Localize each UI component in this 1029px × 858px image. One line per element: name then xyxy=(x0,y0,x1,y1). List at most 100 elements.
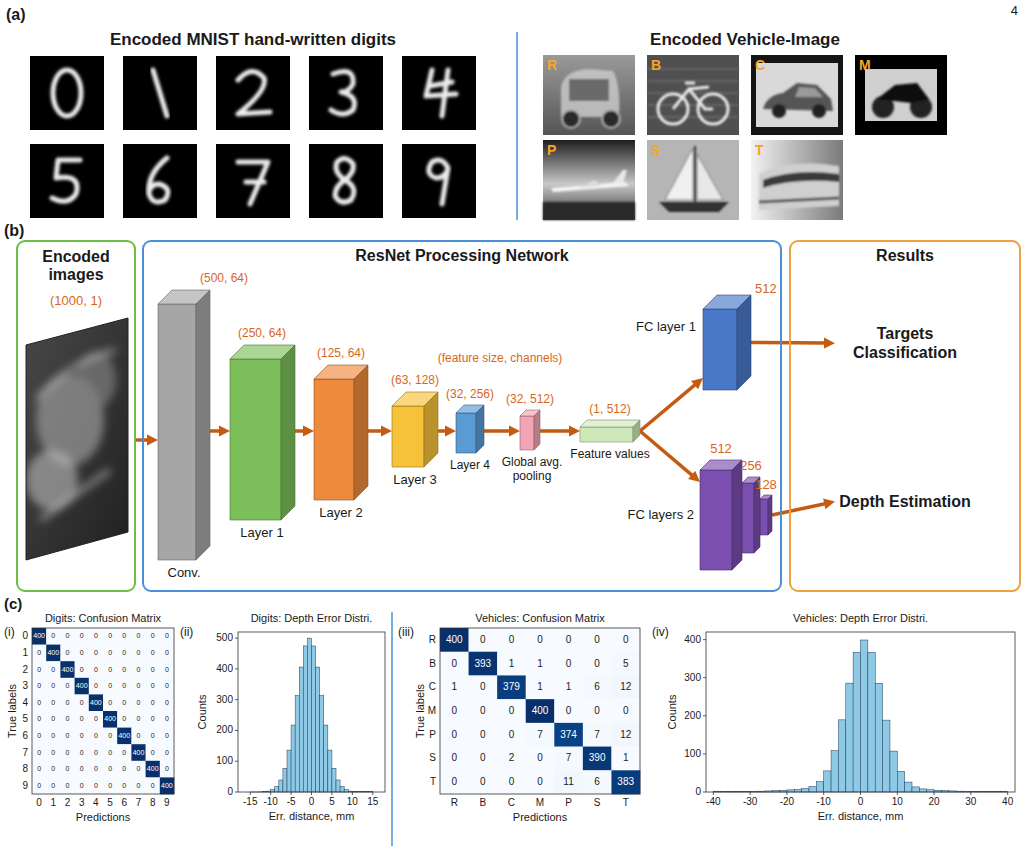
matrix-cell-fill xyxy=(103,661,118,678)
matrix-cell: 0 xyxy=(66,732,70,740)
matrix-cell: 0 xyxy=(165,732,169,740)
axis-tick-label: -10 xyxy=(263,796,277,808)
illustration-part xyxy=(309,144,383,218)
histogram-bar xyxy=(838,720,845,792)
matrix-cell-fill xyxy=(75,661,90,678)
plot-frame xyxy=(238,632,385,792)
illustration-part xyxy=(751,140,843,220)
arrow-shaft xyxy=(368,429,383,433)
matrix-cell-fill xyxy=(526,699,555,723)
histogram-bar xyxy=(328,750,332,792)
axis-tick-label: -5 xyxy=(287,796,296,808)
matrix-cell: 0 xyxy=(94,665,98,673)
arrow-head xyxy=(509,426,520,437)
matrix-cell: 0 xyxy=(37,682,41,690)
matrix-cell-fill xyxy=(32,694,47,711)
matrix-cell-fill xyxy=(131,744,146,761)
matrix-cell: 0 xyxy=(37,765,41,773)
illustration-part xyxy=(759,198,839,202)
axis-tick-label: 300 xyxy=(684,672,701,684)
matrix-cell-fill xyxy=(440,747,469,771)
matrix-cell-fill xyxy=(75,645,90,662)
axis-tick-label: 300 xyxy=(216,694,233,706)
illustration-part xyxy=(123,56,197,130)
axis-tick-label: 20 xyxy=(929,796,940,808)
node-label: (250, 64) xyxy=(238,327,286,341)
arrow-head xyxy=(445,426,456,437)
matrix-cell: 0 xyxy=(94,765,98,773)
tick-mark xyxy=(860,792,861,795)
matrix-cell-fill xyxy=(554,699,583,723)
axis-tick-label: B xyxy=(480,797,487,809)
axis-tick-label: S xyxy=(429,753,436,765)
result-label: Targets Classification xyxy=(835,324,975,362)
block-face xyxy=(703,309,737,390)
matrix-cell: 0 xyxy=(80,632,84,640)
block-face xyxy=(392,406,424,467)
results-panel: ResultsTargets ClassificationDepth Estim… xyxy=(789,240,1021,592)
matrix-cell-fill xyxy=(75,628,90,645)
illustration-part xyxy=(855,55,947,135)
matrix-cell-fill xyxy=(497,747,526,771)
result-item: Depth Estimation xyxy=(835,490,975,513)
panel-title: Encoded MNIST hand-written digits xyxy=(110,30,396,50)
tick-mark xyxy=(250,792,251,795)
illustration-part xyxy=(543,202,635,220)
illustration-part xyxy=(763,83,833,118)
matrix-cell: 0 xyxy=(66,649,70,657)
axis-tick-label: 2 xyxy=(22,664,28,676)
axis-tick-label: 200 xyxy=(216,725,233,737)
pooling-block: (32, 512)Global avg. pooling xyxy=(520,410,540,450)
node-label: Layer 4 xyxy=(450,459,490,473)
tick-mark xyxy=(352,792,353,795)
histogram-bar xyxy=(861,640,868,792)
matrix-cell: 0 xyxy=(80,665,84,673)
matrix-cell: 0 xyxy=(137,665,141,673)
arrow-head xyxy=(824,338,835,349)
matrix-cell-fill xyxy=(131,678,146,695)
matrix-cell-fill xyxy=(160,678,175,695)
matrix-cell-fill xyxy=(75,744,90,761)
block-face xyxy=(476,405,484,453)
panel-label: (ii) xyxy=(180,626,193,640)
matrix-cell-fill xyxy=(611,675,640,699)
divider-line xyxy=(516,32,518,220)
flow-arrow xyxy=(540,426,580,437)
network-panel: ResNet Processing Network(500, 64)Conv.(… xyxy=(142,240,782,592)
matrix-cell: 0 xyxy=(66,782,70,790)
illustration-part xyxy=(613,170,627,184)
matrix-cell: 0 xyxy=(108,699,112,707)
legend-note: (feature size, channels) xyxy=(438,352,563,366)
matrix-cell-fill xyxy=(583,628,612,652)
block-shape xyxy=(700,460,772,570)
block-shape xyxy=(703,295,751,390)
matrix-cell: 0 xyxy=(566,658,572,670)
tick-mark xyxy=(311,792,312,795)
arrow-head xyxy=(147,435,158,446)
matrix-cell: 0 xyxy=(80,732,84,740)
matrix-cell-fill xyxy=(160,744,175,761)
panel-label: (iii) xyxy=(398,626,414,640)
tick-mark xyxy=(703,639,706,640)
matrix-cell-fill xyxy=(469,699,498,723)
matrix-cell: 1 xyxy=(452,682,458,694)
node-label: FC layers 2 xyxy=(628,508,694,523)
matrix-cell-fill xyxy=(103,728,118,745)
axis-title: Counts xyxy=(666,695,679,730)
matrix-cell: 0 xyxy=(165,649,169,657)
fc-stack: 512256128FC layers 2 xyxy=(700,460,772,570)
block-face xyxy=(424,392,438,467)
matrix-cell-fill xyxy=(103,777,118,794)
node-label: 512 xyxy=(710,442,732,457)
illustration-part xyxy=(543,170,635,220)
matrix-cell-fill xyxy=(75,678,90,695)
image-letter: T xyxy=(755,142,764,158)
arrow-shaft xyxy=(640,384,696,431)
matrix-cell: 0 xyxy=(51,715,55,723)
illustration-part xyxy=(26,350,116,520)
matrix-cell-fill xyxy=(75,728,90,745)
matrix-cell: 0 xyxy=(66,632,70,640)
matrix-cell-fill xyxy=(103,678,118,695)
matrix-cell: 400 xyxy=(76,682,88,690)
illustration-part xyxy=(561,69,620,128)
